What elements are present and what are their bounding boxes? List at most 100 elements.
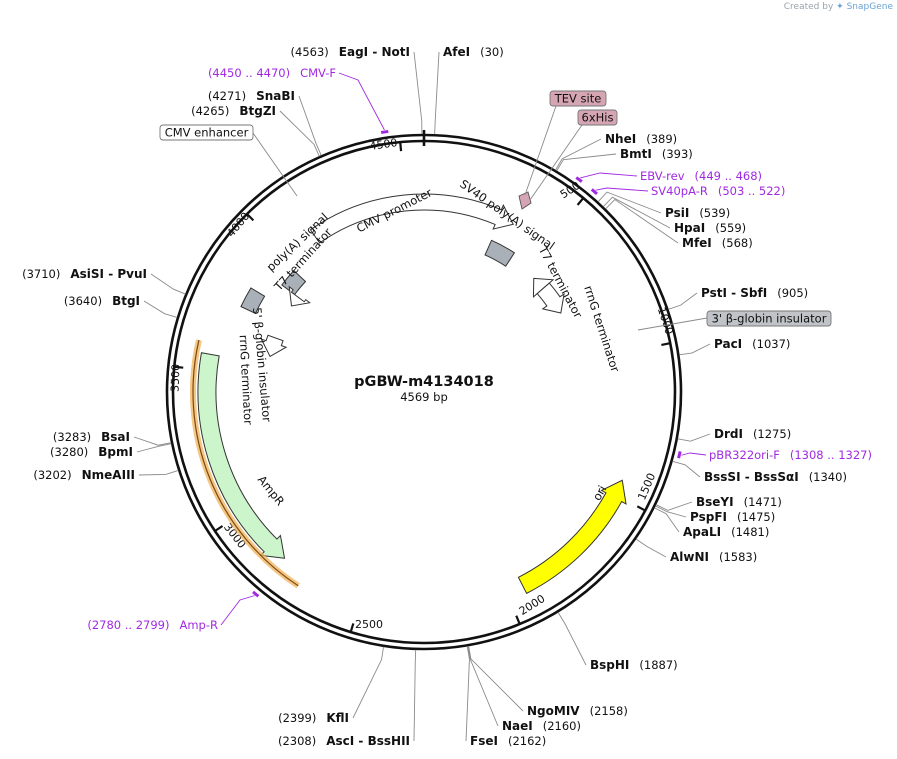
site-bsai[interactable]: (3283)BsaI xyxy=(53,430,130,444)
site-bseyi[interactable]: BseYI(1471) xyxy=(696,495,782,509)
site-position: (1471) xyxy=(744,495,782,509)
primer-bar xyxy=(677,451,682,459)
primer-range: (503 .. 522) xyxy=(718,184,786,198)
site-fsei[interactable]: FseI(2162) xyxy=(470,734,546,748)
tick-label-2500: 2500 xyxy=(355,618,383,631)
site-bpmi[interactable]: (3280) BpmI xyxy=(50,445,133,459)
site-name: AlwNI xyxy=(670,550,709,564)
leader-layer xyxy=(133,51,711,742)
boxed-label-3-globin-insulator[interactable]: 3' β-globin insulator xyxy=(706,310,832,327)
site-bmti[interactable]: BmtI(393) xyxy=(620,147,693,161)
credit-prefix: Created by xyxy=(783,2,834,12)
site-name: AsiSI xyxy=(70,267,104,281)
site-naei[interactable]: NaeI(2160) xyxy=(502,719,581,733)
feature-rrng-terminator-5[interactable] xyxy=(536,282,565,314)
site-apali[interactable]: ApaLI(1481) xyxy=(683,525,769,539)
snapgene-credit: Created by ✦ SnapGene xyxy=(784,2,893,12)
site-asisi[interactable]: (3710)AsiSI - PvuI xyxy=(22,267,147,281)
site-label-btgzi: (4265) BtgZI xyxy=(191,104,276,118)
site-asci[interactable]: (2308)AscI - BssHII xyxy=(278,734,410,748)
feature-5-globin-insulator-7[interactable] xyxy=(240,287,266,315)
site-leader xyxy=(679,343,711,356)
site-bsphi[interactable]: BspHI(1887) xyxy=(590,658,678,672)
site-name-2: BssHII xyxy=(368,734,410,748)
site-label-psii: PsiI(539) xyxy=(665,206,730,220)
boxed-label-leader xyxy=(524,105,557,196)
site-label-psti: PstI - SbfI(905) xyxy=(701,286,808,300)
site-position: (393) xyxy=(662,147,693,161)
site-position: (568) xyxy=(722,236,753,250)
site-leader xyxy=(555,138,602,171)
site-drdi[interactable]: DrdI(1275) xyxy=(714,427,791,441)
tick-label-3500: 3500 xyxy=(169,364,183,392)
site-name: PstI xyxy=(701,286,727,300)
site-btgzi[interactable]: (4265) BtgZI xyxy=(191,104,276,118)
site-position: (3280) xyxy=(50,445,88,459)
site-leader xyxy=(133,436,172,446)
boxed-label-text: TEV site xyxy=(554,92,602,106)
site-btgi[interactable]: (3640)BtgI xyxy=(64,294,140,308)
site-paci[interactable]: PacI(1037) xyxy=(714,337,790,351)
primer-amp-r[interactable]: (2780 .. 2799)Amp-R xyxy=(87,590,260,632)
feature-tev-6xhis-mark[interactable] xyxy=(518,191,532,210)
site-label-afei: AfeI(30) xyxy=(443,45,504,59)
site-name-2: BssSαI xyxy=(754,470,799,484)
site-kfli[interactable]: (2399)KflI xyxy=(278,711,349,725)
boxed-label-text: CMV enhancer xyxy=(165,126,249,140)
site-ngomiv[interactable]: NgoMIV(2158) xyxy=(527,704,628,718)
feature-ori-9[interactable] xyxy=(517,479,627,595)
feature-label-ori-9: ori xyxy=(590,483,610,503)
site-hpai[interactable]: HpaI (559) xyxy=(674,221,746,235)
site-eagi[interactable]: (4563)EagI - NotI xyxy=(291,45,410,59)
site-position: (559) xyxy=(715,221,746,235)
site-psii[interactable]: PsiI(539) xyxy=(665,206,730,220)
site-nmeaiii[interactable]: (3202)NmeAIII xyxy=(33,468,135,482)
site-name: BssSI xyxy=(704,470,741,484)
site-nhei[interactable]: NheI(389) xyxy=(605,132,677,146)
boxed-label-6xhis[interactable]: 6xHis xyxy=(577,109,618,126)
primer-range: (1308 .. 1327) xyxy=(790,448,872,462)
site-name-separator: - xyxy=(741,470,754,484)
primer-pbr322ori-f[interactable]: pBR322ori-F(1308 .. 1327) xyxy=(677,448,872,462)
feature-cmv-promoter-0[interactable] xyxy=(309,193,514,244)
site-name: BtgZI xyxy=(239,104,276,118)
site-position: (2399) xyxy=(278,711,316,725)
site-position: (1583) xyxy=(719,550,757,564)
boxed-label-cmv-enhancer[interactable]: CMV enhancer xyxy=(159,124,254,141)
tick-mark-1500 xyxy=(636,505,646,512)
site-label-bsssi: BssSI - BssSαI(1340) xyxy=(704,470,847,484)
site-mfei[interactable]: MfeI(568) xyxy=(682,236,753,250)
primer-sv40pa-r[interactable]: SV40pA-R(503 .. 522) xyxy=(590,184,786,198)
plasmid-length: 4569 bp xyxy=(400,390,448,404)
feature-t7-terminator-2[interactable] xyxy=(288,285,311,307)
site-position: (4265) xyxy=(191,104,229,118)
primer-cmv-f[interactable]: (4450 .. 4470)CMV-F xyxy=(208,66,389,134)
site-name: BpmI xyxy=(98,445,133,459)
site-afei[interactable]: AfeI(30) xyxy=(443,45,504,59)
primer-ebv-rev[interactable]: EBV-rev(449 .. 468) xyxy=(575,169,762,183)
site-bsssi[interactable]: BssSI - BssSαI(1340) xyxy=(704,470,847,484)
primer-leader xyxy=(338,72,385,131)
primer-bar xyxy=(252,590,260,598)
feature-label-rrng-terminator-6: rrnG terminator xyxy=(237,334,256,425)
site-name: DrdI xyxy=(714,427,743,441)
feature-ampr-8[interactable] xyxy=(197,352,286,559)
site-alwni[interactable]: AlwNI (1583) xyxy=(670,550,757,564)
feature-sv40-poly-a-signal-3[interactable] xyxy=(484,239,516,267)
primer-range: (2780 .. 2799) xyxy=(87,618,169,632)
site-label-kfli: (2399)KflI xyxy=(278,711,349,725)
site-leader xyxy=(654,507,680,533)
site-pspfi[interactable]: PspFI(1475) xyxy=(690,510,775,524)
boxed-label-frame xyxy=(549,90,607,107)
site-name: HpaI xyxy=(674,221,705,235)
site-name: BtgI xyxy=(112,294,140,308)
primer-leader xyxy=(681,452,707,456)
primer-label: EBV-rev(449 .. 468) xyxy=(640,169,762,183)
site-psti[interactable]: PstI - SbfI(905) xyxy=(701,286,808,300)
boxed-label-tev-site[interactable]: TEV site xyxy=(549,90,607,107)
site-position: (4271) xyxy=(208,89,246,103)
site-label-bsai: (3283)BsaI xyxy=(53,430,130,444)
site-snabi[interactable]: (4271)SnaBI xyxy=(208,89,295,103)
feature-rrng-terminator-6[interactable] xyxy=(260,334,288,358)
feature-poly-a-signal-1[interactable] xyxy=(281,269,307,296)
